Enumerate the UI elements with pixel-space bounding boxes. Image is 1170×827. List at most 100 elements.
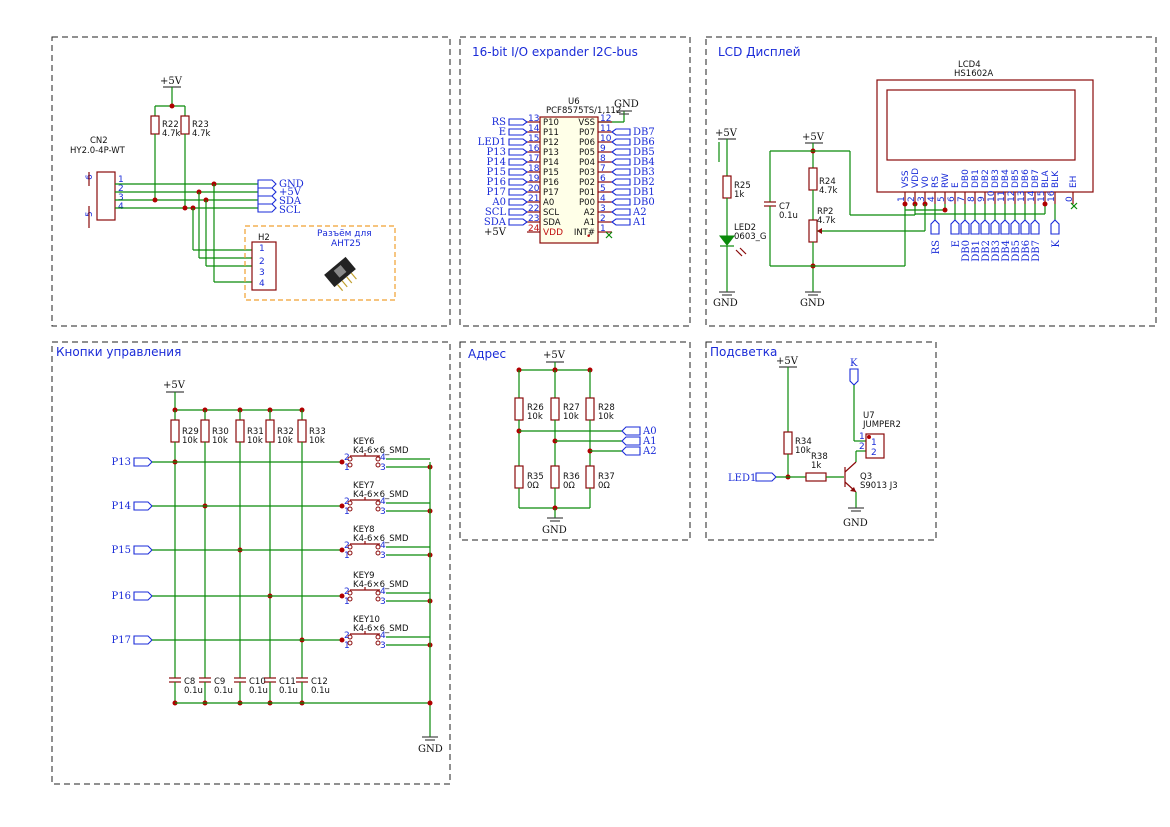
- u6-left-pin-8: A0: [543, 198, 554, 208]
- r22-val: 4.7k: [162, 129, 181, 139]
- aht25-sensor-icon: [324, 256, 357, 292]
- u7-pin-2: 2: [859, 442, 865, 452]
- u6-right-net-1: DB7: [633, 127, 655, 138]
- lcd-num-9: 10: [987, 190, 997, 202]
- addr-top-ref-2: R28: [598, 403, 615, 413]
- lcd-pin-2: V0: [921, 176, 931, 188]
- u6-left-pin-2: P12: [543, 138, 559, 148]
- r22-ref: R22: [162, 120, 179, 130]
- h2-pin-3: 3: [259, 268, 265, 278]
- u7-jumper: [865, 433, 885, 459]
- lcd4-value: HS1602A: [954, 69, 993, 79]
- cap-ref-3: C11: [279, 677, 296, 687]
- u6-left-net-5: P15: [487, 167, 506, 178]
- led1-net: LED1: [728, 473, 756, 484]
- cap-val-2: 0.1u: [249, 686, 268, 696]
- u7-val: JUMPER2: [862, 420, 901, 430]
- u6-right-net-2: DB6: [633, 137, 655, 148]
- pullup-resistor-3: [265, 419, 275, 443]
- addr-bottom-resistor-1: [550, 465, 560, 489]
- q3-val: S9013 J3: [860, 481, 898, 491]
- u6-right-num-1: 11: [600, 124, 611, 134]
- addr-net-1: A1: [642, 436, 657, 447]
- cn2-pin-3: 3: [118, 193, 124, 203]
- u6-right-pin-1: P07: [579, 128, 595, 138]
- aht25-note-2: AHT25: [331, 239, 361, 249]
- lcd-num-15: 16: [1047, 190, 1057, 202]
- lcd-num-11: 12: [1007, 191, 1017, 202]
- key-pin1-0: 1: [344, 463, 350, 473]
- r24-ref: R24: [819, 177, 836, 187]
- pullup-val-0: 10k: [182, 436, 198, 446]
- lcd-port-3: DB1: [971, 240, 982, 262]
- frame-lcd: [705, 36, 1157, 327]
- frame-address: [459, 341, 691, 541]
- h2-pin-1: 1: [259, 244, 265, 254]
- lcd-pin-10: DB4: [1001, 169, 1011, 188]
- u6-right-pin-2: P06: [579, 138, 595, 148]
- lcd-num-0: 1: [897, 196, 907, 202]
- r25-ref: R25: [734, 181, 751, 191]
- pullup-ref-2: R31: [247, 427, 264, 437]
- h2-pin-4: 4: [259, 279, 265, 289]
- lcd-num-4: 5: [937, 196, 947, 202]
- u6-left-net-0: RS: [492, 117, 507, 128]
- addr-bottom-resistor-2: [585, 465, 595, 489]
- u6-right-num-5: 7: [600, 164, 606, 174]
- lcd-num-1: 2: [907, 196, 917, 202]
- backlight-title: Подсветка: [710, 345, 777, 359]
- lcd-num-13: 14: [1027, 190, 1037, 202]
- frame-connector: [51, 36, 451, 327]
- addr-bottom-ref-0: R35: [527, 472, 544, 482]
- lcd-num-10: 11: [997, 191, 1007, 202]
- lcd-gnd-2: GND: [800, 298, 825, 309]
- u6-right-net-6: DB2: [633, 177, 655, 188]
- frame-io-expander: [459, 36, 691, 327]
- addr-title: Адрес: [468, 347, 506, 361]
- key-val-2: K4-6×6_SMD: [353, 534, 409, 544]
- led2-val: 0603_G: [734, 232, 766, 242]
- u6-left-num-3: 16: [528, 144, 540, 154]
- u6-right-net-5: DB3: [633, 167, 655, 178]
- addr-top-resistor-1: [550, 397, 560, 421]
- addr-bottom-ref-2: R37: [598, 472, 615, 482]
- lcd-pin-7: DB1: [971, 169, 981, 188]
- lcd-pin-8: DB2: [981, 169, 991, 188]
- pullup-val-2: 10k: [247, 436, 263, 446]
- led2-icon: [718, 235, 736, 246]
- pullup-resistor-4: [297, 419, 307, 443]
- cn2-mount-6: 6: [85, 174, 95, 180]
- key-pin2-4: 2: [344, 631, 350, 641]
- led1-port: [755, 472, 777, 482]
- key-pin4-1: 4: [380, 497, 386, 507]
- addr-top-ref-0: R26: [527, 403, 544, 413]
- key-pin4-3: 4: [380, 587, 386, 597]
- lcd-pin-3: RS: [931, 176, 941, 188]
- lcd-pin-4: RW: [941, 173, 951, 188]
- addr-top-resistor-0: [514, 397, 524, 421]
- u6-right-net-4: DB4: [633, 157, 655, 168]
- aht25-box: [244, 225, 396, 301]
- u6-right-pin-7: P01: [579, 188, 595, 198]
- lcd-port-2: DB0: [961, 240, 972, 262]
- r34-ref: R34: [795, 437, 812, 447]
- r23-resistor: [180, 115, 190, 135]
- u6-right-pin-9: A2: [584, 208, 595, 218]
- h2-pin-2: 2: [259, 257, 265, 267]
- addr-bottom-ref-1: R36: [563, 472, 580, 482]
- u6-left-pin-5: P15: [543, 168, 559, 178]
- key-pin3-0: 3: [380, 463, 386, 473]
- lcd-pin-15: BLK: [1051, 170, 1061, 188]
- u6-left-net-1: E: [499, 127, 506, 138]
- lcd-pin-1: VDD: [911, 168, 921, 188]
- cn2-body: [96, 171, 116, 221]
- led2-ref: LED2: [734, 223, 756, 233]
- key-pin3-1: 3: [380, 507, 386, 517]
- pullup-ref-3: R32: [277, 427, 294, 437]
